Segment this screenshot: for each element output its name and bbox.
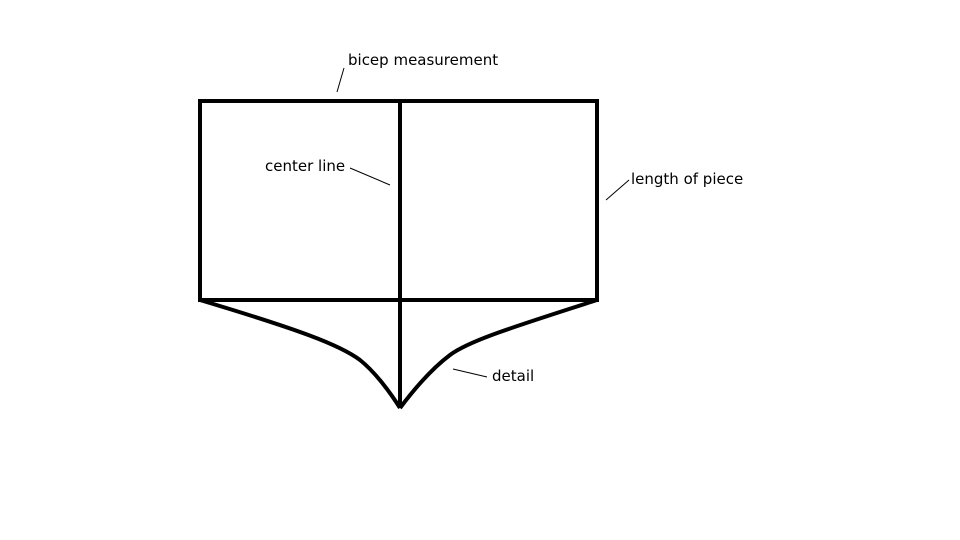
detail-curve-right — [398, 298, 598, 410]
leader-center — [349, 167, 391, 186]
leader-length — [605, 179, 630, 201]
center-line-label: center line — [265, 157, 346, 175]
bicep-measurement-label: bicep measurement — [348, 51, 499, 69]
detail-curve-left — [199, 298, 402, 410]
leader-detail — [452, 368, 488, 378]
length-of-piece-label: length of piece — [631, 170, 744, 188]
detail-label: detail — [492, 367, 535, 385]
leader-bicep — [336, 67, 345, 93]
